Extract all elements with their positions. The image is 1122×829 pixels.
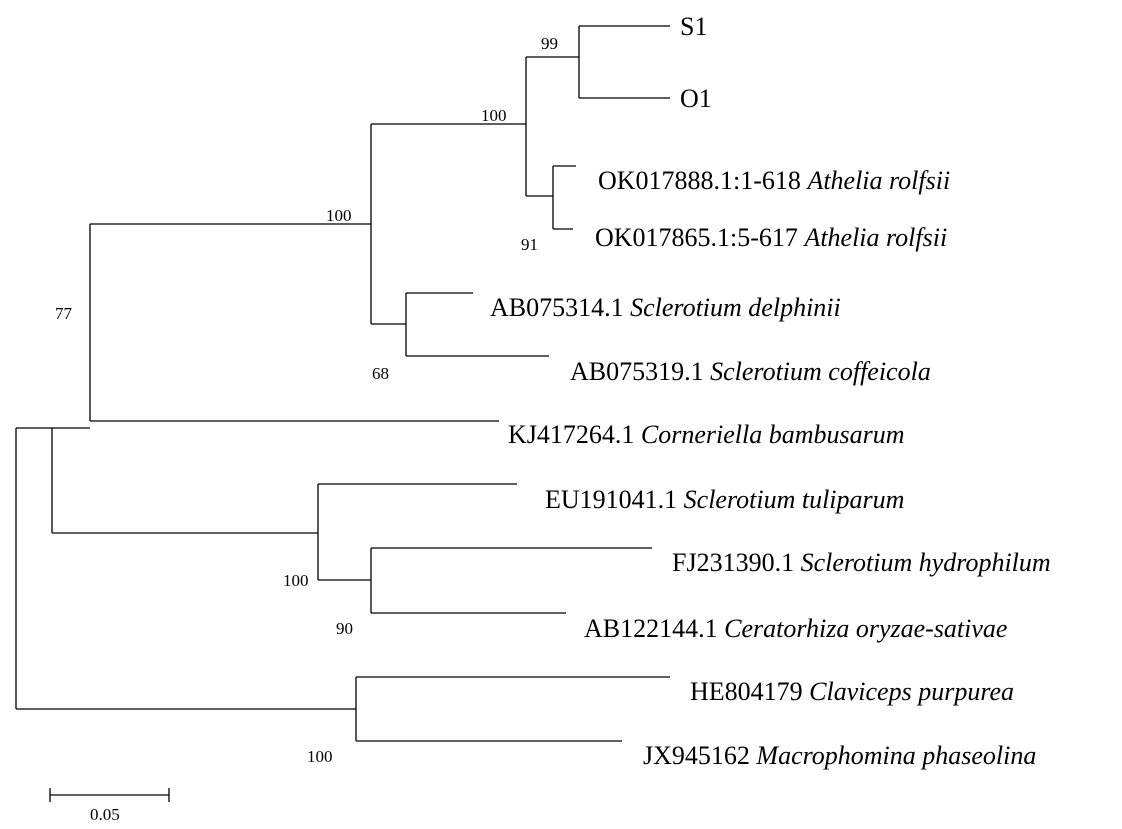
bootstrap-athelia-pair: 91 bbox=[521, 235, 538, 254]
tip-label-FJ231390: FJ231390.1 Sclerotium hydrophilum bbox=[672, 548, 1051, 577]
tip-label-HE804179: HE804179 Claviceps purpurea bbox=[690, 677, 1014, 706]
tip-label-O1: O1 bbox=[680, 84, 712, 113]
bootstrap-hydrophilum-pair: 90 bbox=[336, 619, 353, 638]
tip-label-EU191041: EU191041.1 Sclerotium tuliparum bbox=[545, 485, 904, 514]
bootstrap-outgroup: 100 bbox=[307, 747, 333, 766]
bootstrap-athelia-clade: 100 bbox=[481, 106, 507, 125]
tree-branches bbox=[15, 25, 670, 742]
tip-label-OK017888: OK017888.1:1-618 Athelia rolfsii bbox=[598, 166, 950, 195]
bootstrap-s1-o1: 99 bbox=[541, 34, 558, 53]
scale-bar: 0.05 bbox=[49, 788, 170, 824]
tip-label-JX945162: JX945162 Macrophomina phaseolina bbox=[643, 741, 1036, 770]
tip-label-AB075314: AB075314.1 Sclerotium delphinii bbox=[490, 293, 841, 322]
bootstrap-ingroup: 77 bbox=[55, 304, 73, 323]
bootstrap-values: 99 100 100 91 68 77 100 90 100 bbox=[55, 34, 558, 766]
bootstrap-rolfsii-sclerotium: 100 bbox=[326, 206, 352, 225]
tip-label-OK017865: OK017865.1:5-617 Athelia rolfsii bbox=[595, 223, 947, 252]
tip-label-AB122144: AB122144.1 Ceratorhiza oryzae-sativae bbox=[584, 614, 1007, 643]
scale-bar-line bbox=[49, 788, 170, 802]
tip-label-S1: S1 bbox=[680, 12, 707, 41]
scale-bar-label: 0.05 bbox=[90, 805, 120, 824]
bootstrap-sclerotium-pair: 68 bbox=[372, 364, 389, 383]
tip-label-AB075319: AB075319.1 Sclerotium coffeicola bbox=[570, 357, 931, 386]
tip-label-KJ417264: KJ417264.1 Corneriella bambusarum bbox=[508, 420, 905, 449]
bootstrap-tuliparum-group: 100 bbox=[283, 571, 309, 590]
tip-labels: S1 O1 OK017888.1:1-618 Athelia rolfsii O… bbox=[490, 12, 1051, 770]
